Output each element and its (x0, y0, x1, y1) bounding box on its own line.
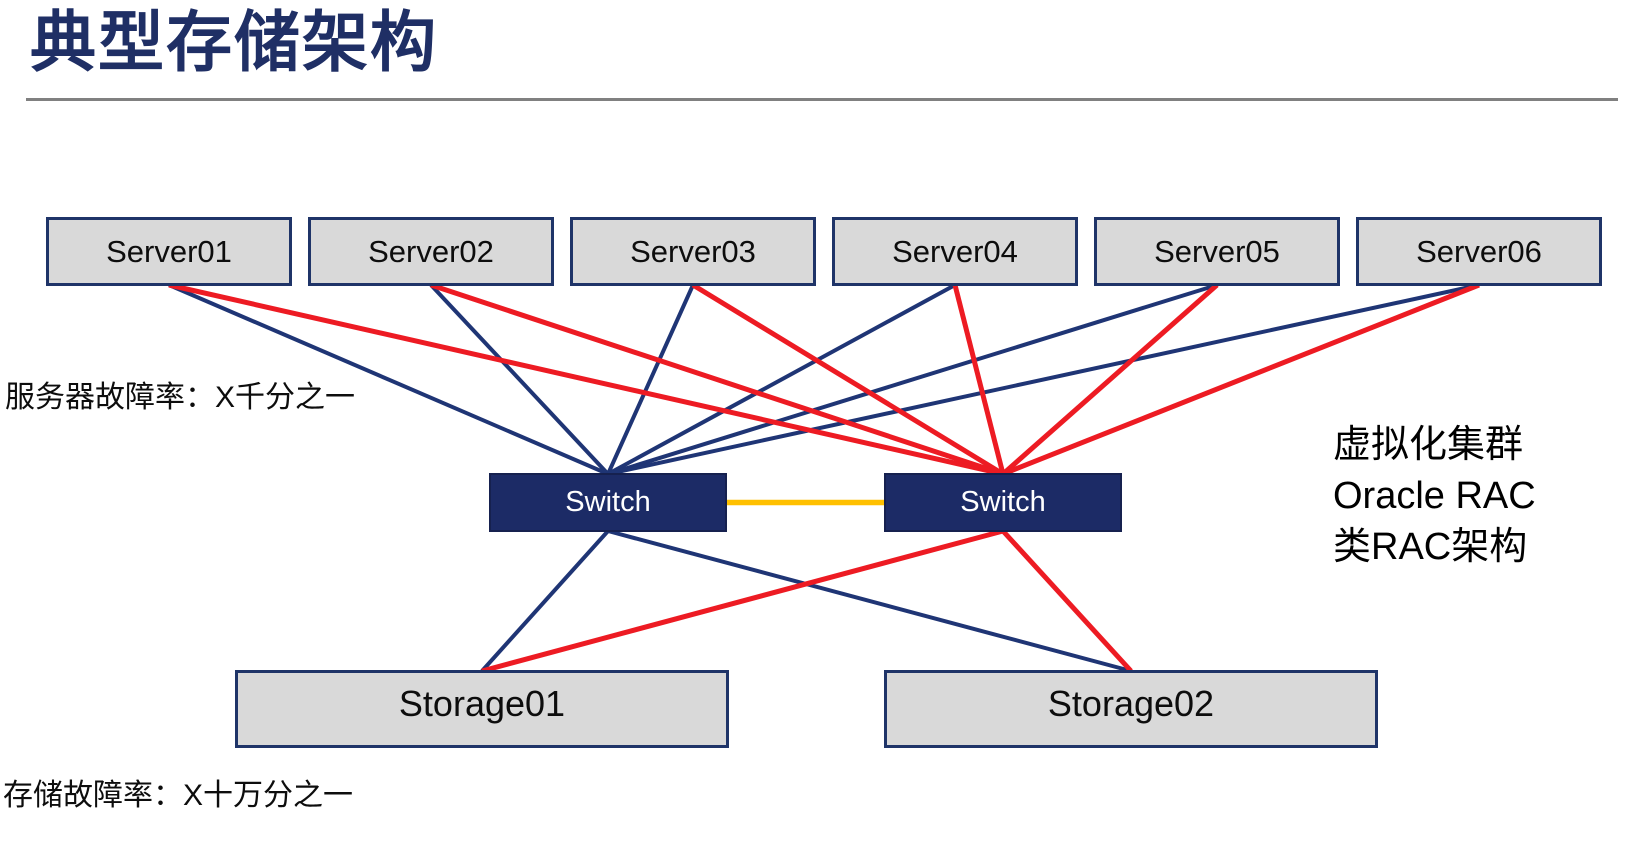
server-node-4: Server04 (832, 217, 1078, 286)
page-title: 典型存储架构 (30, 5, 438, 79)
server-node-3: Server03 (570, 217, 816, 286)
annotation-line-3: 类RAC架构 (1333, 526, 1528, 568)
link-server-0-to-switch-left (168, 283, 609, 476)
annotation-line-2: Oracle RAC (1333, 475, 1536, 517)
link-server-5-to-switch-right (1002, 282, 1480, 477)
link-switch-left-to-storage-0 (480, 529, 610, 673)
server-node-6: Server06 (1356, 217, 1602, 286)
link-server-2-to-switch-left (606, 284, 695, 475)
link-server-1-to-switch-left (429, 283, 610, 476)
annotation-line-1: 虚拟化集群 (1333, 424, 1524, 466)
link-server-4-to-switch-right (1001, 283, 1219, 476)
link-server-1-to-switch-right (430, 282, 1004, 477)
switch-node-left: Switch (489, 473, 727, 532)
link-server-4-to-switch-left (607, 283, 1218, 476)
label-storage-failure-rate: 存储故障率：X十万分之一 (3, 779, 354, 812)
link-switch-right-to-storage-1 (1001, 529, 1133, 673)
link-server-3-to-switch-right (952, 284, 1006, 475)
annotation-cluster-type: 虚拟化集群 Oracle RAC 类RAC架构 (1333, 420, 1536, 573)
title-underline (26, 98, 1618, 101)
storage-node-2: Storage02 (884, 670, 1378, 748)
server-node-2: Server02 (308, 217, 554, 286)
server-node-1: Server01 (46, 217, 292, 286)
link-server-2-to-switch-right (691, 282, 1005, 477)
link-server-3-to-switch-left (607, 283, 956, 476)
switch-node-right: Switch (884, 473, 1122, 532)
link-server-0-to-switch-right (168, 282, 1004, 477)
link-switch-left-to-storage-1 (607, 529, 1132, 673)
link-switch-right-to-storage-0 (481, 528, 1004, 674)
label-server-failure-rate: 服务器故障率：X千分之一 (5, 381, 356, 414)
storage-node-1: Storage01 (235, 670, 729, 748)
link-server-5-to-switch-left (607, 283, 1480, 476)
server-node-5: Server05 (1094, 217, 1340, 286)
